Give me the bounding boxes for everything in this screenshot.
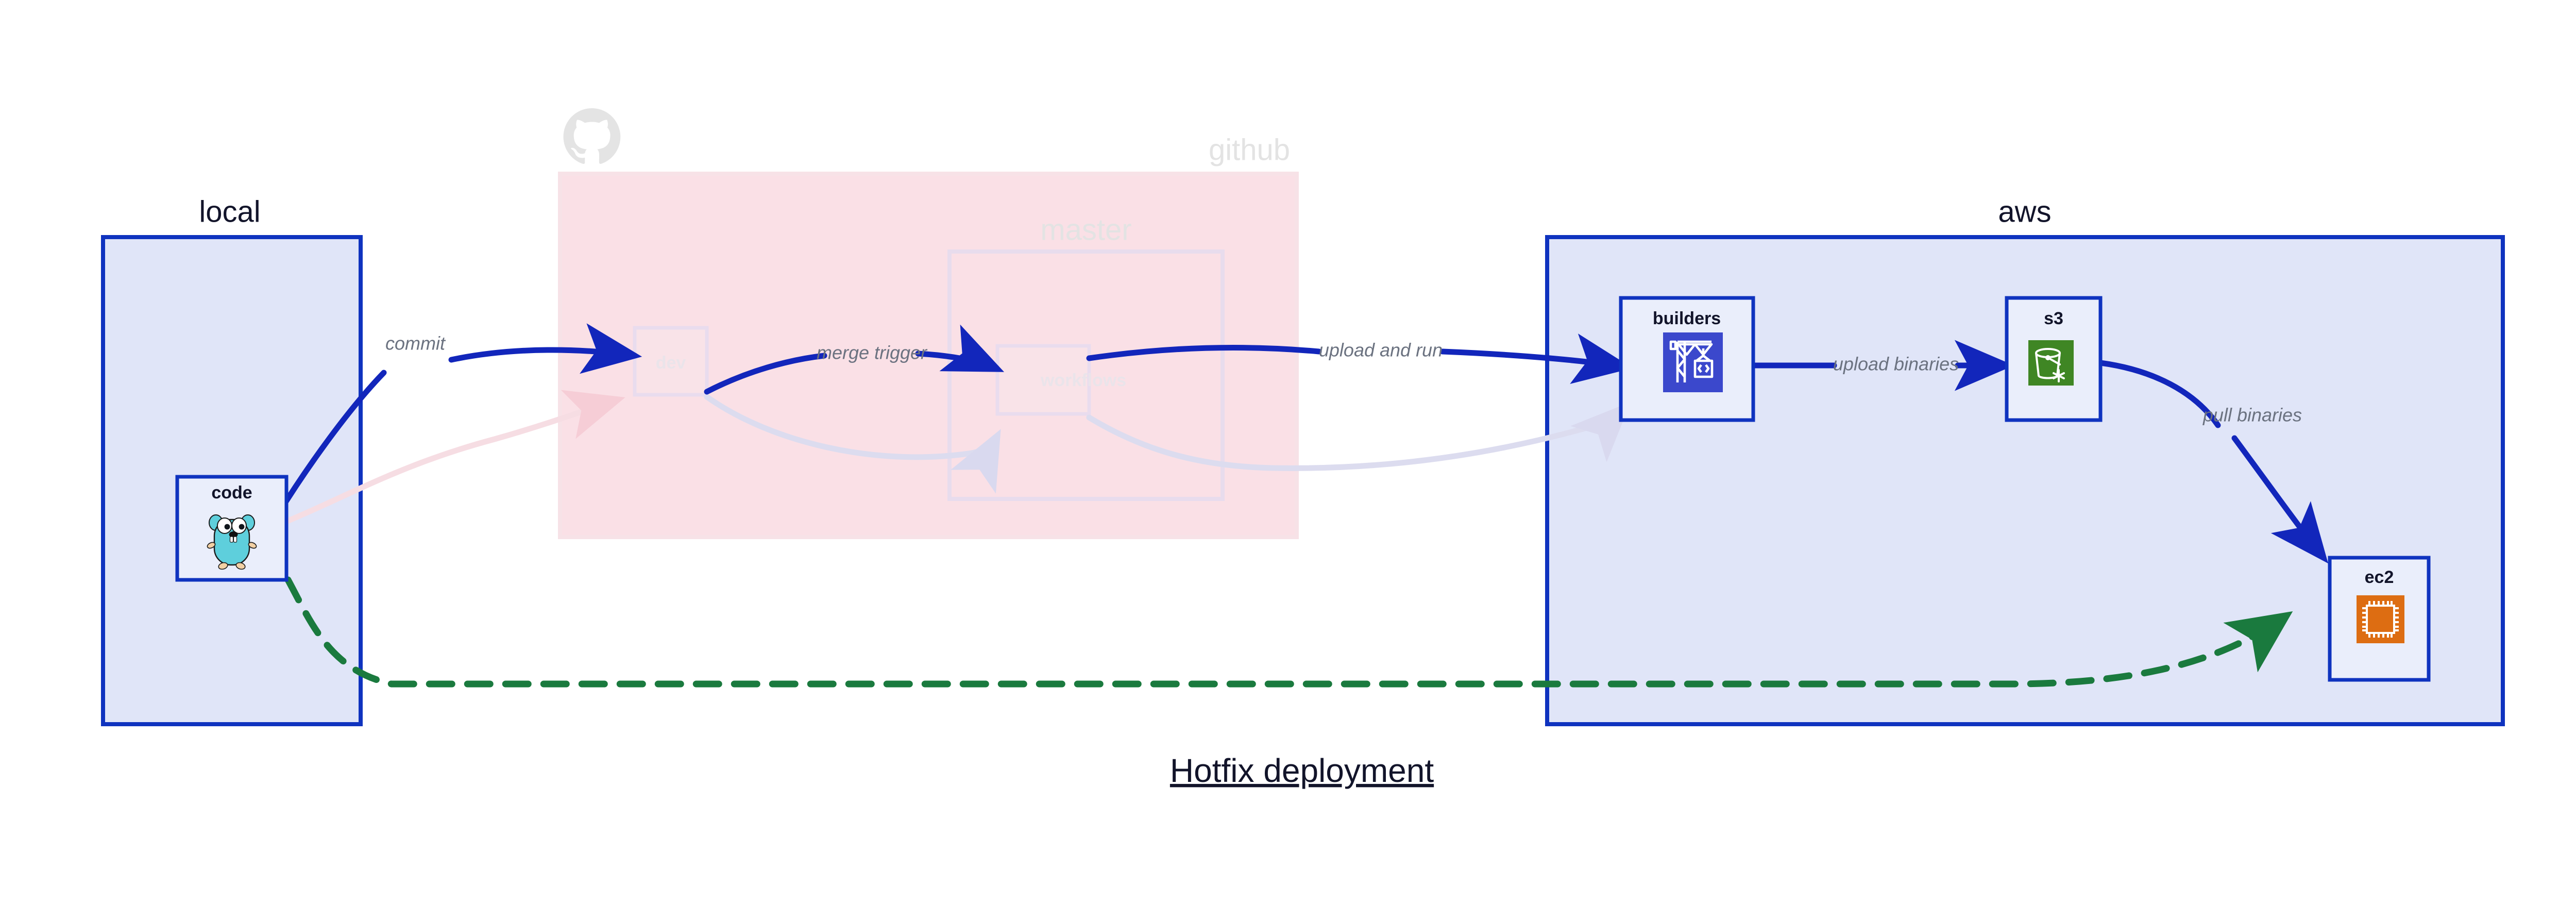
node-s3[interactable]: s3 xyxy=(2005,296,2103,422)
edge-faded-dev-workflows xyxy=(704,394,1001,494)
node-workflows[interactable]: workflows xyxy=(995,344,1126,416)
edge-faded-workflows-aws xyxy=(1086,402,1631,471)
edge-upload-and-run-seg2 xyxy=(1439,333,1633,384)
node-dev[interactable]: dev xyxy=(633,326,709,397)
cluster-aws-label: aws xyxy=(1998,195,2051,228)
edge-commit-seg1 xyxy=(274,370,387,519)
edge-pull-binaries-seg1 xyxy=(2097,360,2221,428)
aws-s3-bucket-icon xyxy=(2028,340,2074,386)
diagram-title: Hotfix deployment xyxy=(1170,752,1434,789)
node-builders[interactable]: builders xyxy=(1619,296,1755,422)
node-ec2-label: ec2 xyxy=(2365,567,2394,587)
node-s3-label: s3 xyxy=(2044,309,2063,328)
go-gopher-icon xyxy=(207,514,257,570)
node-workflows-label: workflows xyxy=(1040,371,1126,390)
node-code[interactable]: code xyxy=(175,475,289,582)
github-octocat-icon xyxy=(563,108,621,164)
node-ec2[interactable]: ec2 xyxy=(2328,556,2431,682)
edge-merge-trigger-seg1 xyxy=(704,353,827,395)
node-builders-label: builders xyxy=(1653,309,1721,328)
aws-codebuild-crane-icon xyxy=(1663,332,1723,392)
cluster-github-label: github xyxy=(1209,133,1290,166)
edge-merge-trigger-seg2 xyxy=(915,324,1005,372)
cluster-local-label: local xyxy=(199,195,260,228)
aws-ec2-chip-icon xyxy=(2357,595,2404,643)
edge-pull-binaries-seg2 xyxy=(2231,435,2328,564)
node-dev-label: dev xyxy=(656,353,686,373)
edge-merge-trigger-label: merge trigger xyxy=(817,342,928,363)
node-dev-box xyxy=(633,326,709,397)
edge-upload-binaries-label: upload binaries xyxy=(1833,354,1959,375)
node-workflows-box xyxy=(995,344,1091,416)
cluster-master-box xyxy=(947,249,1225,501)
cluster-master-label: master xyxy=(1040,213,1131,246)
cluster-local[interactable]: local xyxy=(101,195,363,726)
cluster-master[interactable]: master xyxy=(947,213,1225,501)
edge-faded-code-dev xyxy=(285,390,625,524)
cluster-github[interactable]: github master dev workflows xyxy=(558,108,1299,539)
edge-hotfix-direct xyxy=(284,576,2293,688)
edge-pull-binaries-label: pull binaries xyxy=(2202,405,2302,426)
node-code-label: code xyxy=(211,483,252,503)
node-s3-box xyxy=(2005,296,2103,422)
edge-upload-and-run-label: upload and run xyxy=(1319,340,1443,361)
edge-commit-label: commit xyxy=(385,333,446,354)
edge-commit-seg2 xyxy=(448,323,642,374)
edge-upload-and-run-seg1 xyxy=(1086,344,1322,361)
